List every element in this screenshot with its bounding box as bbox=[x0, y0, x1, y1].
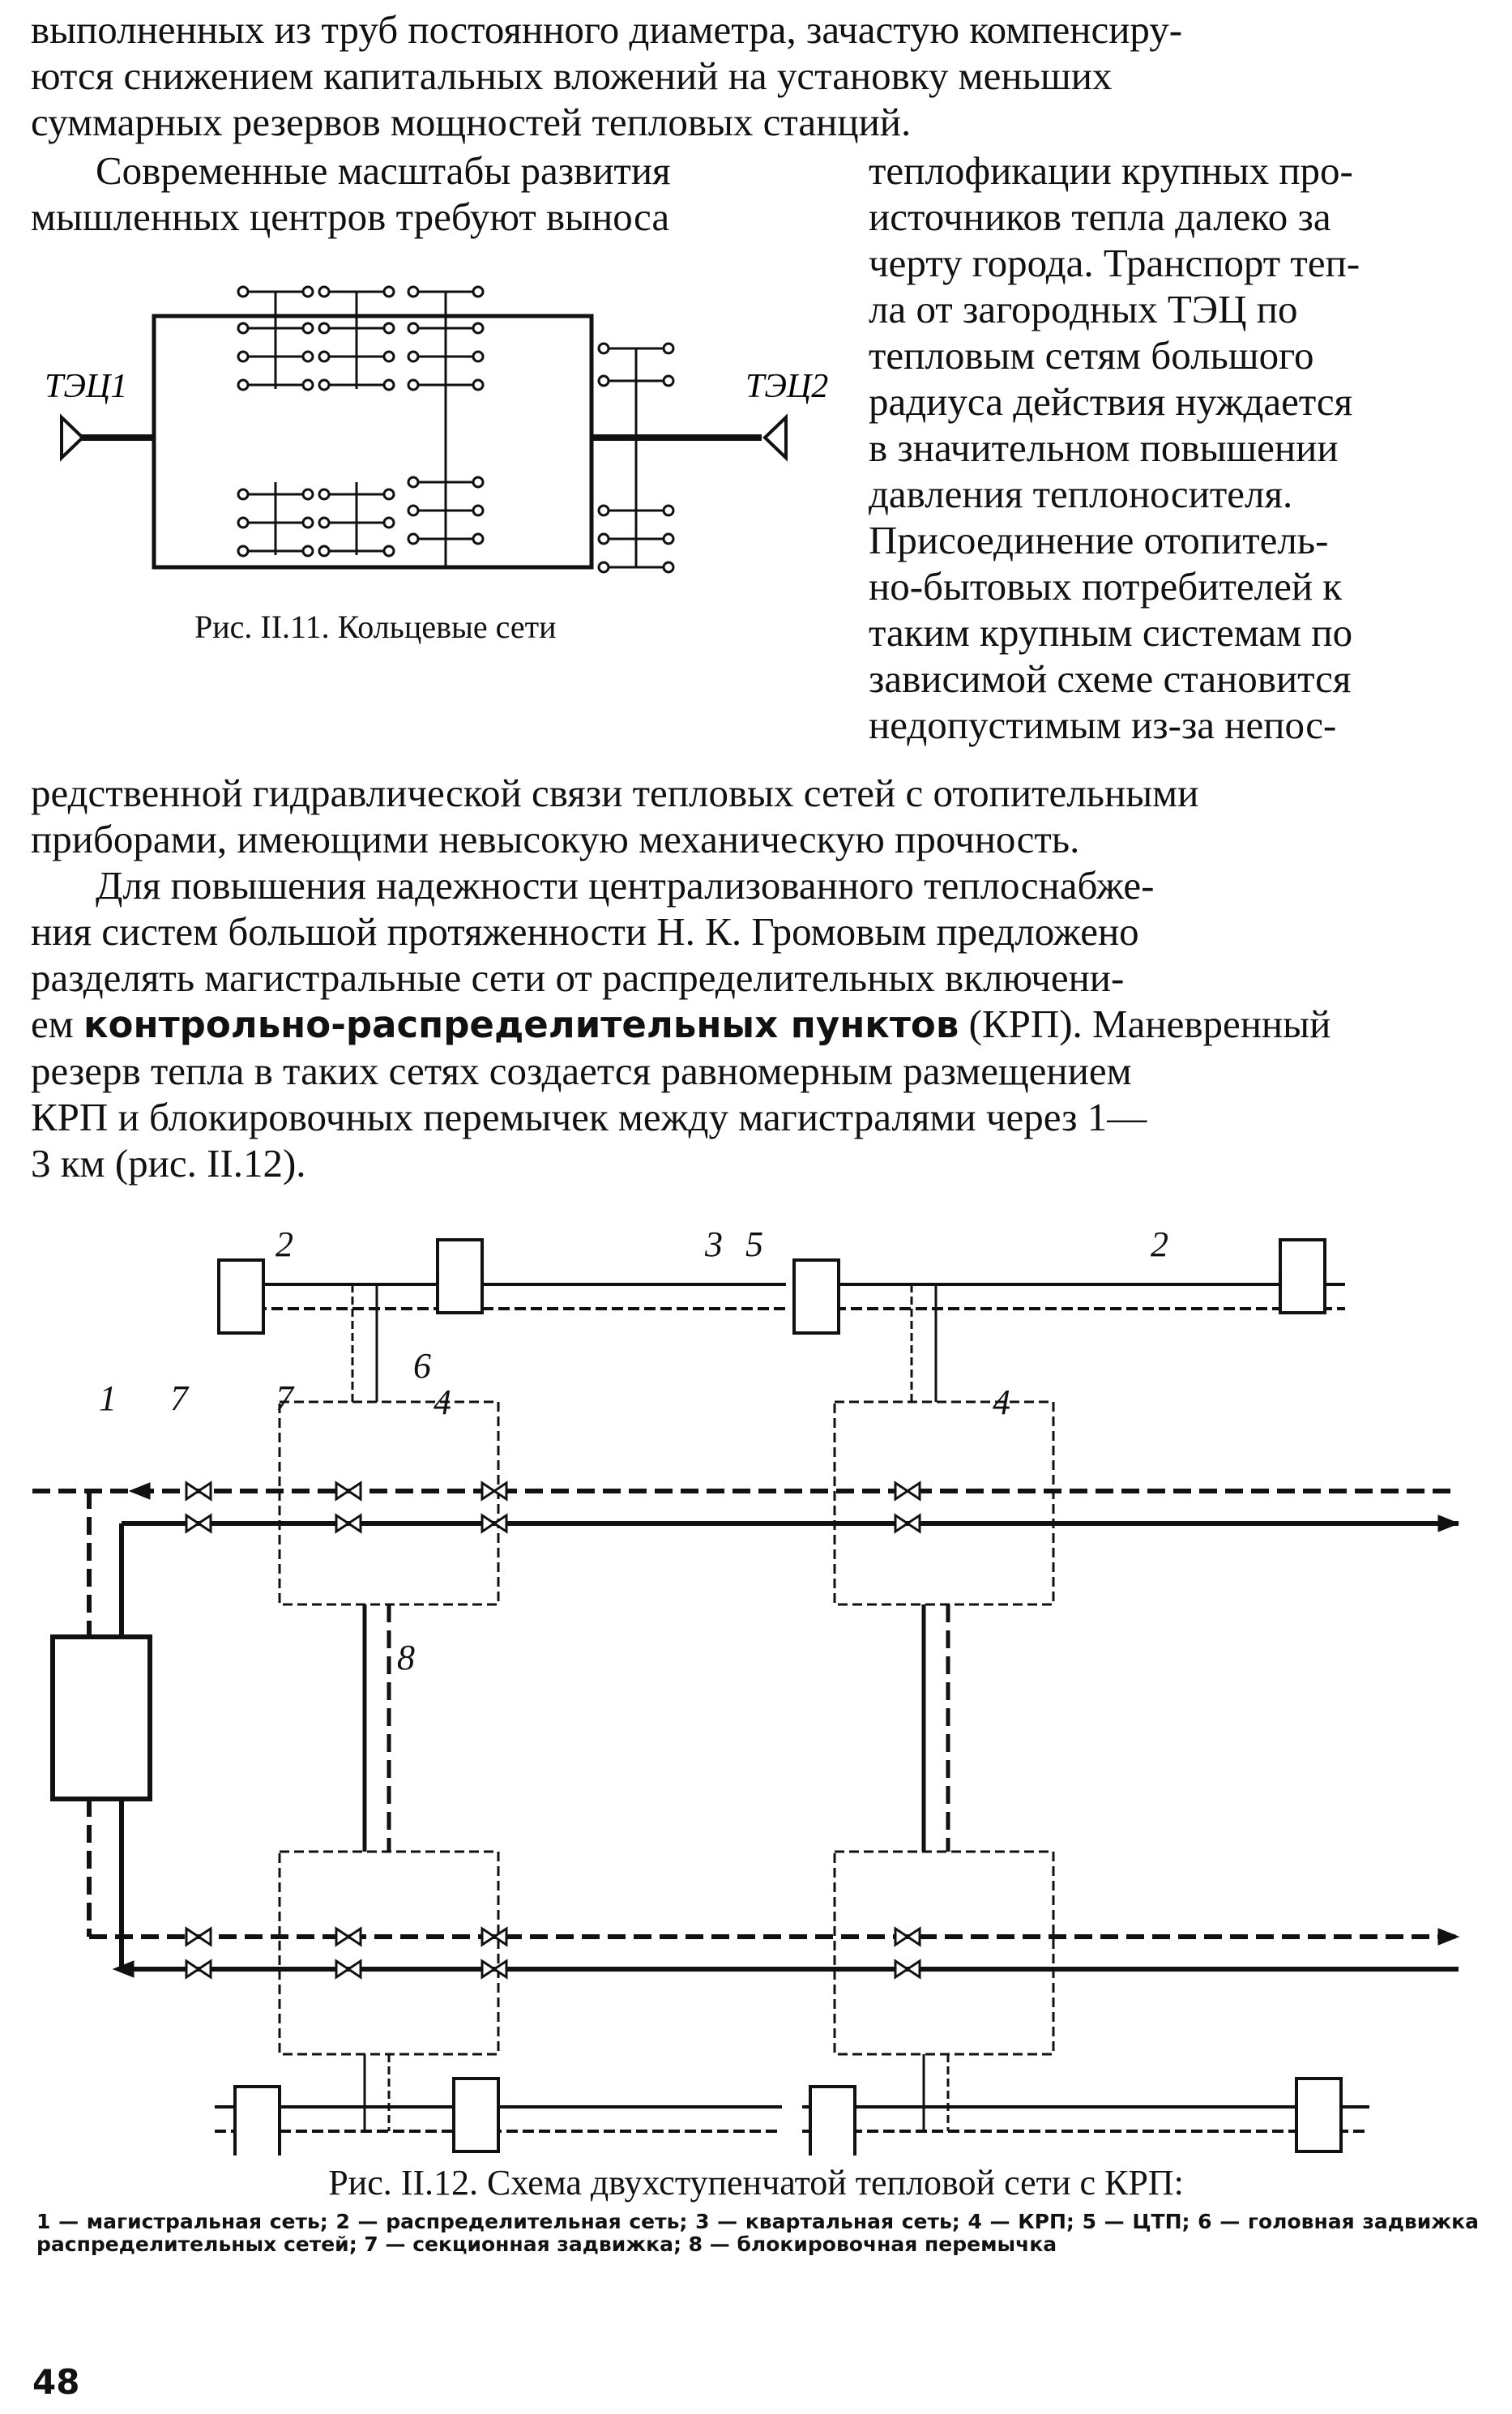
text-line: в значительном повышении bbox=[869, 425, 1339, 470]
ring-network-diagram: ТЭЦ1 ТЭЦ2 bbox=[45, 285, 828, 574]
callout-7b: 7 bbox=[275, 1378, 295, 1418]
figure-1-caption: Рис. II.11. Кольцевые сети bbox=[194, 609, 557, 645]
text-line: теплофикации крупных про- bbox=[869, 148, 1353, 193]
callout-8: 8 bbox=[397, 1638, 415, 1677]
callout-7a: 7 bbox=[170, 1378, 190, 1418]
text-line: Для повышения надежности централизованно… bbox=[96, 863, 1155, 908]
text-line: разделять магистральные сети от распреде… bbox=[31, 955, 1125, 1000]
label-tec2: ТЭЦ2 bbox=[745, 368, 828, 405]
paragraph-1: выполненных из труб постоянного диаметра… bbox=[31, 6, 1481, 145]
text-line: Присоединение отопитель- bbox=[869, 518, 1329, 562]
text-line: мышленных центров требуют выноса bbox=[31, 194, 670, 239]
paragraph-2-wrap-column: теплофикации крупных про- источников теп… bbox=[869, 147, 1481, 748]
paragraph-2-left: Современные масштабы развития мышленных … bbox=[31, 147, 857, 240]
callout-2b: 2 bbox=[1151, 1224, 1168, 1264]
text-span: ем bbox=[31, 1002, 84, 1046]
text-line: но-бытовых потребителей к bbox=[869, 564, 1343, 609]
text-line: источников тепла далеко за bbox=[869, 194, 1331, 239]
callout-4b: 4 bbox=[993, 1382, 1010, 1422]
callout-3: 3 bbox=[704, 1224, 723, 1264]
figure-2-caption: Рис. II.12. Схема двухступенчатой теплов… bbox=[328, 2163, 1184, 2203]
text-line: ются снижением капитальных вложений на у… bbox=[31, 53, 1113, 98]
figure-2-legend: 1 — магистральная сеть; 2 — распределите… bbox=[36, 2210, 1479, 2256]
text-line: таким крупным системам по bbox=[869, 610, 1353, 655]
page-number: 48 bbox=[32, 2362, 80, 2402]
text-line: черту города. Транспорт теп- bbox=[869, 241, 1360, 285]
callout-4a: 4 bbox=[434, 1382, 451, 1422]
text-line: зависимой схеме становится bbox=[869, 656, 1352, 701]
text-line: приборами, имеющими невысокую механическ… bbox=[31, 817, 1080, 861]
text-line: суммарных резервов мощностей тепловых ст… bbox=[31, 100, 912, 144]
paragraph-3: Для повышения надежности централизованно… bbox=[31, 862, 1481, 1186]
label-tec1: ТЭЦ1 bbox=[45, 368, 127, 405]
two-stage-network-diagram: 1 2 3 5 2 6 7 7 4 4 8 bbox=[32, 1224, 1460, 2156]
text-line: редственной гидравлической связи тепловы… bbox=[31, 771, 1199, 815]
text-line: ния систем большой протяженности Н. К. Г… bbox=[31, 909, 1139, 954]
text-line: тепловым сетям большого bbox=[869, 333, 1314, 378]
text-line: КРП и блокировочных перемычек между маги… bbox=[31, 1095, 1147, 1139]
callout-5: 5 bbox=[745, 1224, 763, 1264]
text-span: (КРП). Маневренный bbox=[959, 1002, 1331, 1046]
text-line: ем контрольно-распределительных пунктов … bbox=[31, 1001, 1481, 1048]
text-line: давления теплоносителя. bbox=[869, 472, 1293, 516]
paragraph-2-tail: редственной гидравлической связи тепловы… bbox=[31, 770, 1481, 862]
text-line: 3 км (рис. II.12). bbox=[31, 1141, 306, 1186]
text-line: радиуса действия нуждается bbox=[869, 379, 1353, 424]
callout-2: 2 bbox=[275, 1224, 293, 1264]
callout-6: 6 bbox=[413, 1346, 431, 1386]
text-line: ла от загородных ТЭЦ по bbox=[869, 287, 1298, 331]
text-line: недопустимым из-за непос- bbox=[869, 703, 1337, 747]
text-line: Современные масштабы развития bbox=[96, 148, 671, 193]
text-line: выполненных из труб постоянного диаметра… bbox=[31, 7, 1183, 52]
text-line: резерв тепла в таких сетях создается рав… bbox=[31, 1049, 1132, 1093]
bold-term: контрольно-распределительных пунктов bbox=[83, 1003, 959, 1046]
callout-1: 1 bbox=[99, 1378, 117, 1418]
